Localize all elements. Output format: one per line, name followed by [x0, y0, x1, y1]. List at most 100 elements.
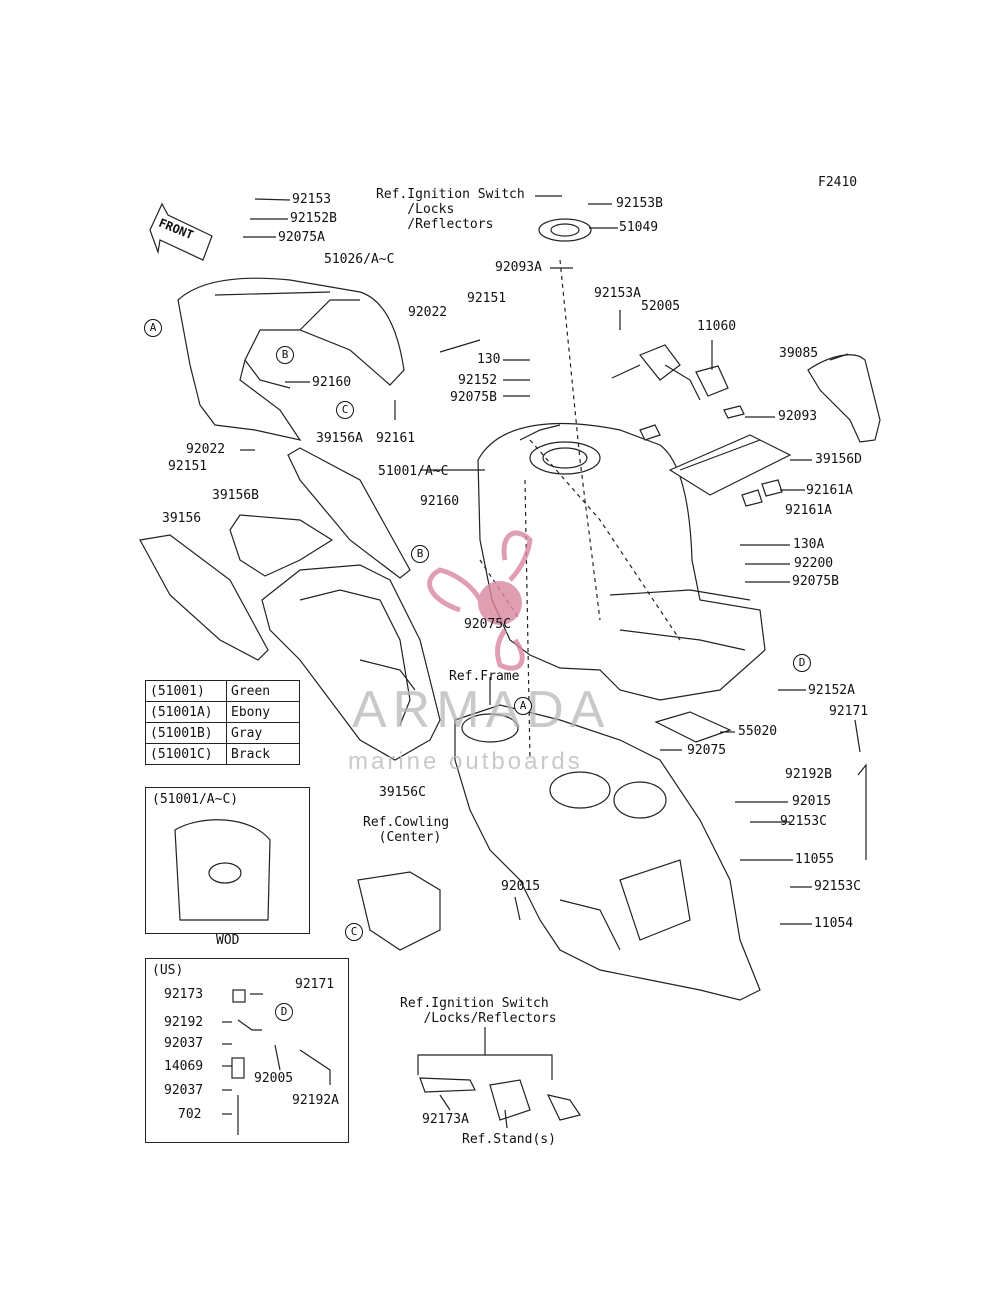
part-label: 92075C — [464, 617, 511, 632]
sheet-39156D-shape — [668, 434, 792, 496]
part-label: 92152B — [290, 211, 337, 226]
part-label: 39156C — [379, 785, 426, 800]
table-row: (51001C) Brack — [145, 743, 300, 765]
part-label: 92093 — [778, 409, 818, 424]
part-label: 92192A — [292, 1093, 339, 1108]
part-label: 92153 — [292, 192, 332, 207]
callout-marker: B — [276, 346, 294, 364]
reference-note: Ref.Cowling (Center) — [363, 815, 450, 845]
part-label: 92153C — [780, 814, 827, 829]
callout-marker: C — [336, 401, 354, 419]
pad-39156-shape — [139, 534, 269, 661]
pad-39156B-shape — [229, 514, 334, 577]
part-label: 92075B — [450, 390, 497, 405]
table-cell: Gray — [226, 722, 300, 744]
reference-note: Ref.Ignition Switch /Locks /Reflectors — [376, 187, 525, 232]
watermark-logo-icon — [427, 530, 533, 671]
callout-marker: C — [345, 923, 363, 941]
part-label: 92075B — [792, 574, 839, 589]
table-row: (51001B) Gray — [145, 722, 300, 744]
part-label: 92153B — [616, 196, 663, 211]
tank-cap-51049-shape — [538, 218, 592, 242]
part-label: 92171 — [829, 704, 869, 719]
inset-wod-title: (51001/A~C) — [152, 792, 239, 807]
part-label: 92022 — [186, 442, 226, 457]
watermark-subtitle: marine outboards — [348, 748, 583, 775]
callout-marker: B — [411, 545, 429, 563]
pad-39156A-shape — [287, 447, 411, 579]
part-label: 51049 — [619, 220, 659, 235]
inset-wod-box — [145, 787, 310, 934]
part-label: 92160 — [420, 494, 460, 509]
part-label: 92173A — [422, 1112, 469, 1127]
table-cell: Green — [226, 680, 300, 702]
knee-pad-39085-shape — [807, 354, 881, 443]
table-row: (51001A) Ebony — [145, 701, 300, 723]
part-label: 92153A — [594, 286, 641, 301]
part-label: 92037 — [164, 1083, 204, 1098]
inset-us-box — [145, 958, 349, 1143]
part-label: 92200 — [794, 556, 834, 571]
part-label: 92161 — [376, 431, 416, 446]
part-label: 92171 — [295, 977, 335, 992]
part-label: 39156 — [162, 511, 202, 526]
part-label: 92151 — [467, 291, 507, 306]
part-label: 92152A — [808, 683, 855, 698]
part-label: 92015 — [792, 794, 832, 809]
part-label: 92153C — [814, 879, 861, 894]
part-label: 39156D — [815, 452, 862, 467]
part-label: 92161A — [785, 503, 832, 518]
part-label: 92161A — [806, 483, 853, 498]
table-cell: (51001A) — [145, 701, 227, 723]
part-label: 14069 — [164, 1059, 204, 1074]
table-cell: (51001C) — [145, 743, 227, 765]
table-cell: Brack — [226, 743, 300, 765]
part-label: 11060 — [697, 319, 737, 334]
inset-us-title: (US) — [152, 963, 184, 978]
part-label: 92022 — [408, 305, 448, 320]
part-label: 130A — [793, 537, 825, 552]
part-label: 92015 — [501, 879, 541, 894]
part-label: 92173 — [164, 987, 204, 1002]
callout-marker: A — [144, 319, 162, 337]
fuel-pump-52005-shape — [611, 344, 701, 401]
callout-marker: D — [275, 1003, 293, 1021]
part-label: 39156A — [316, 431, 363, 446]
part-label: 39156B — [212, 488, 259, 503]
table-row: (51001) Green — [145, 680, 300, 702]
callout-marker: D — [793, 654, 811, 672]
part-label: 92075 — [687, 743, 727, 758]
table-cell: (51001) — [145, 680, 227, 702]
watermark-title: ARMADA — [352, 681, 611, 739]
part-label: 702 — [178, 1107, 202, 1122]
cover-51026-shape — [177, 277, 405, 441]
part-label: 55020 — [738, 724, 778, 739]
callout-marker: A — [514, 697, 532, 715]
part-label: 92192 — [164, 1015, 204, 1030]
part-label: 92151 — [168, 459, 208, 474]
part-label: 92192B — [785, 767, 832, 782]
reference-note: Ref.Frame — [449, 669, 520, 684]
inset-wod-caption: WOD — [216, 933, 240, 948]
part-label: 52005 — [641, 299, 681, 314]
part-label: 51026/A~C — [324, 252, 395, 267]
part-label: 92075A — [278, 230, 325, 245]
tray-39156C-shape — [261, 564, 441, 761]
cowling-center-shape — [357, 871, 441, 951]
figure-code: F2410 — [818, 175, 858, 190]
part-label: 11055 — [795, 852, 835, 867]
part-label: 92037 — [164, 1036, 204, 1051]
part-label: 92005 — [254, 1071, 294, 1086]
gasket-11060-shape — [695, 365, 729, 397]
reference-note: Ref.Stand(s) — [462, 1132, 556, 1147]
color-variant-table: (51001) Green (51001A) Ebony (51001B) Gr… — [145, 680, 300, 765]
part-label: 39085 — [779, 346, 819, 361]
part-label: 130 — [477, 352, 501, 367]
part-label: 92160 — [312, 375, 352, 390]
table-cell: (51001B) — [145, 722, 227, 744]
table-cell: Ebony — [226, 701, 300, 723]
part-label: 11054 — [814, 916, 854, 931]
part-label: 92093A — [495, 260, 542, 275]
part-label: 51001/A~C — [378, 464, 449, 479]
